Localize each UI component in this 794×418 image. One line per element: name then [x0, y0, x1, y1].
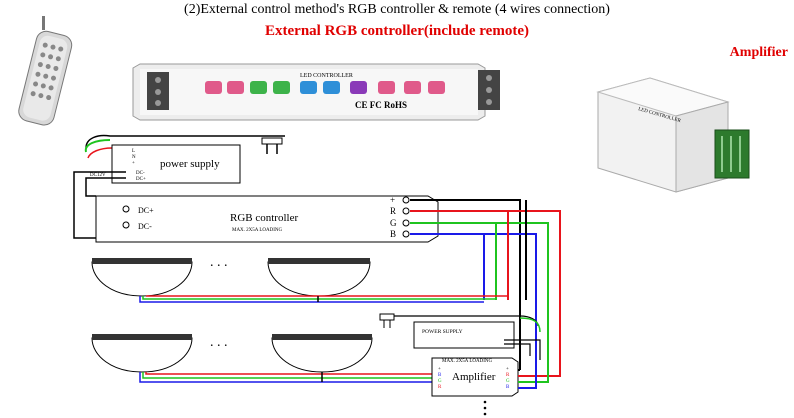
power-supply-bottom: POWER SUPPLY [379, 313, 541, 360]
power-supply-small-label: POWER SUPPLY [422, 329, 463, 335]
amp-out-g: G [506, 379, 510, 384]
power-supply-label: power supply [160, 158, 220, 170]
rgb-out-r: R [390, 206, 396, 216]
amp-in-r: R [438, 385, 442, 390]
led-controller-cert: CE FC RoHS [355, 100, 407, 110]
ps-terminal-plus: + [132, 161, 135, 166]
amplifier-box: MAX. 2X5A LOADING Amplifier + B G R + R … [431, 357, 519, 397]
ps-dc12v: DC12V [90, 173, 106, 178]
amp-out-r: R [506, 373, 510, 378]
ps-terminal-n: N [132, 155, 136, 160]
amplifier-rating: MAX. 2X5A LOADING [442, 359, 493, 364]
amplifier-label: Amplifier [452, 371, 496, 383]
lamp-row-2: . . . [91, 334, 373, 373]
rgb-dc-plus: DC+ [138, 206, 154, 215]
amp-out-plus: + [506, 367, 509, 372]
rgb-out-b: B [390, 229, 396, 239]
led-controller-label: LED CONTROLLER [300, 73, 353, 79]
lamp-row-1: . . . [91, 255, 371, 297]
amp-in-plus: + [438, 367, 441, 372]
diagram-title: (2)External control method's RGB control… [184, 2, 610, 17]
amp-in-b: B [438, 373, 442, 378]
ps-dc-minus: DC- [136, 171, 145, 176]
rgb-controller-box: RGB controller MAX. 2X5A LOADING DC+ DC-… [95, 195, 439, 243]
ps-terminal-l: L [132, 149, 135, 154]
rgb-dc-minus: DC- [138, 222, 152, 231]
lamp-row-1-ellipsis: . . . [210, 255, 228, 270]
diagram-subtitle: External RGB controller(include remote) [265, 23, 529, 39]
led-controller-image: LED CONTROLLER CE FC RoHS [132, 63, 500, 121]
lamp-row-2-ellipsis: . . . [210, 335, 228, 350]
power-supply-top: power supply L N + DC- DC+ DC12V [84, 134, 285, 184]
rgb-controller-rating: MAX. 2X5A LOADING [232, 228, 283, 233]
amplifier-heading: Amplifier [729, 45, 788, 60]
amplifier-image: LED CONTROLLER [596, 77, 750, 193]
ps-dc-plus: DC+ [136, 177, 146, 182]
remote-control-image [18, 16, 73, 126]
rgb-out-plus: + [390, 195, 395, 205]
rgb-controller-label: RGB controller [230, 212, 298, 224]
rgb-out-g: G [390, 218, 397, 228]
amp-in-g: G [438, 379, 442, 384]
amp-out-b: B [506, 385, 510, 390]
